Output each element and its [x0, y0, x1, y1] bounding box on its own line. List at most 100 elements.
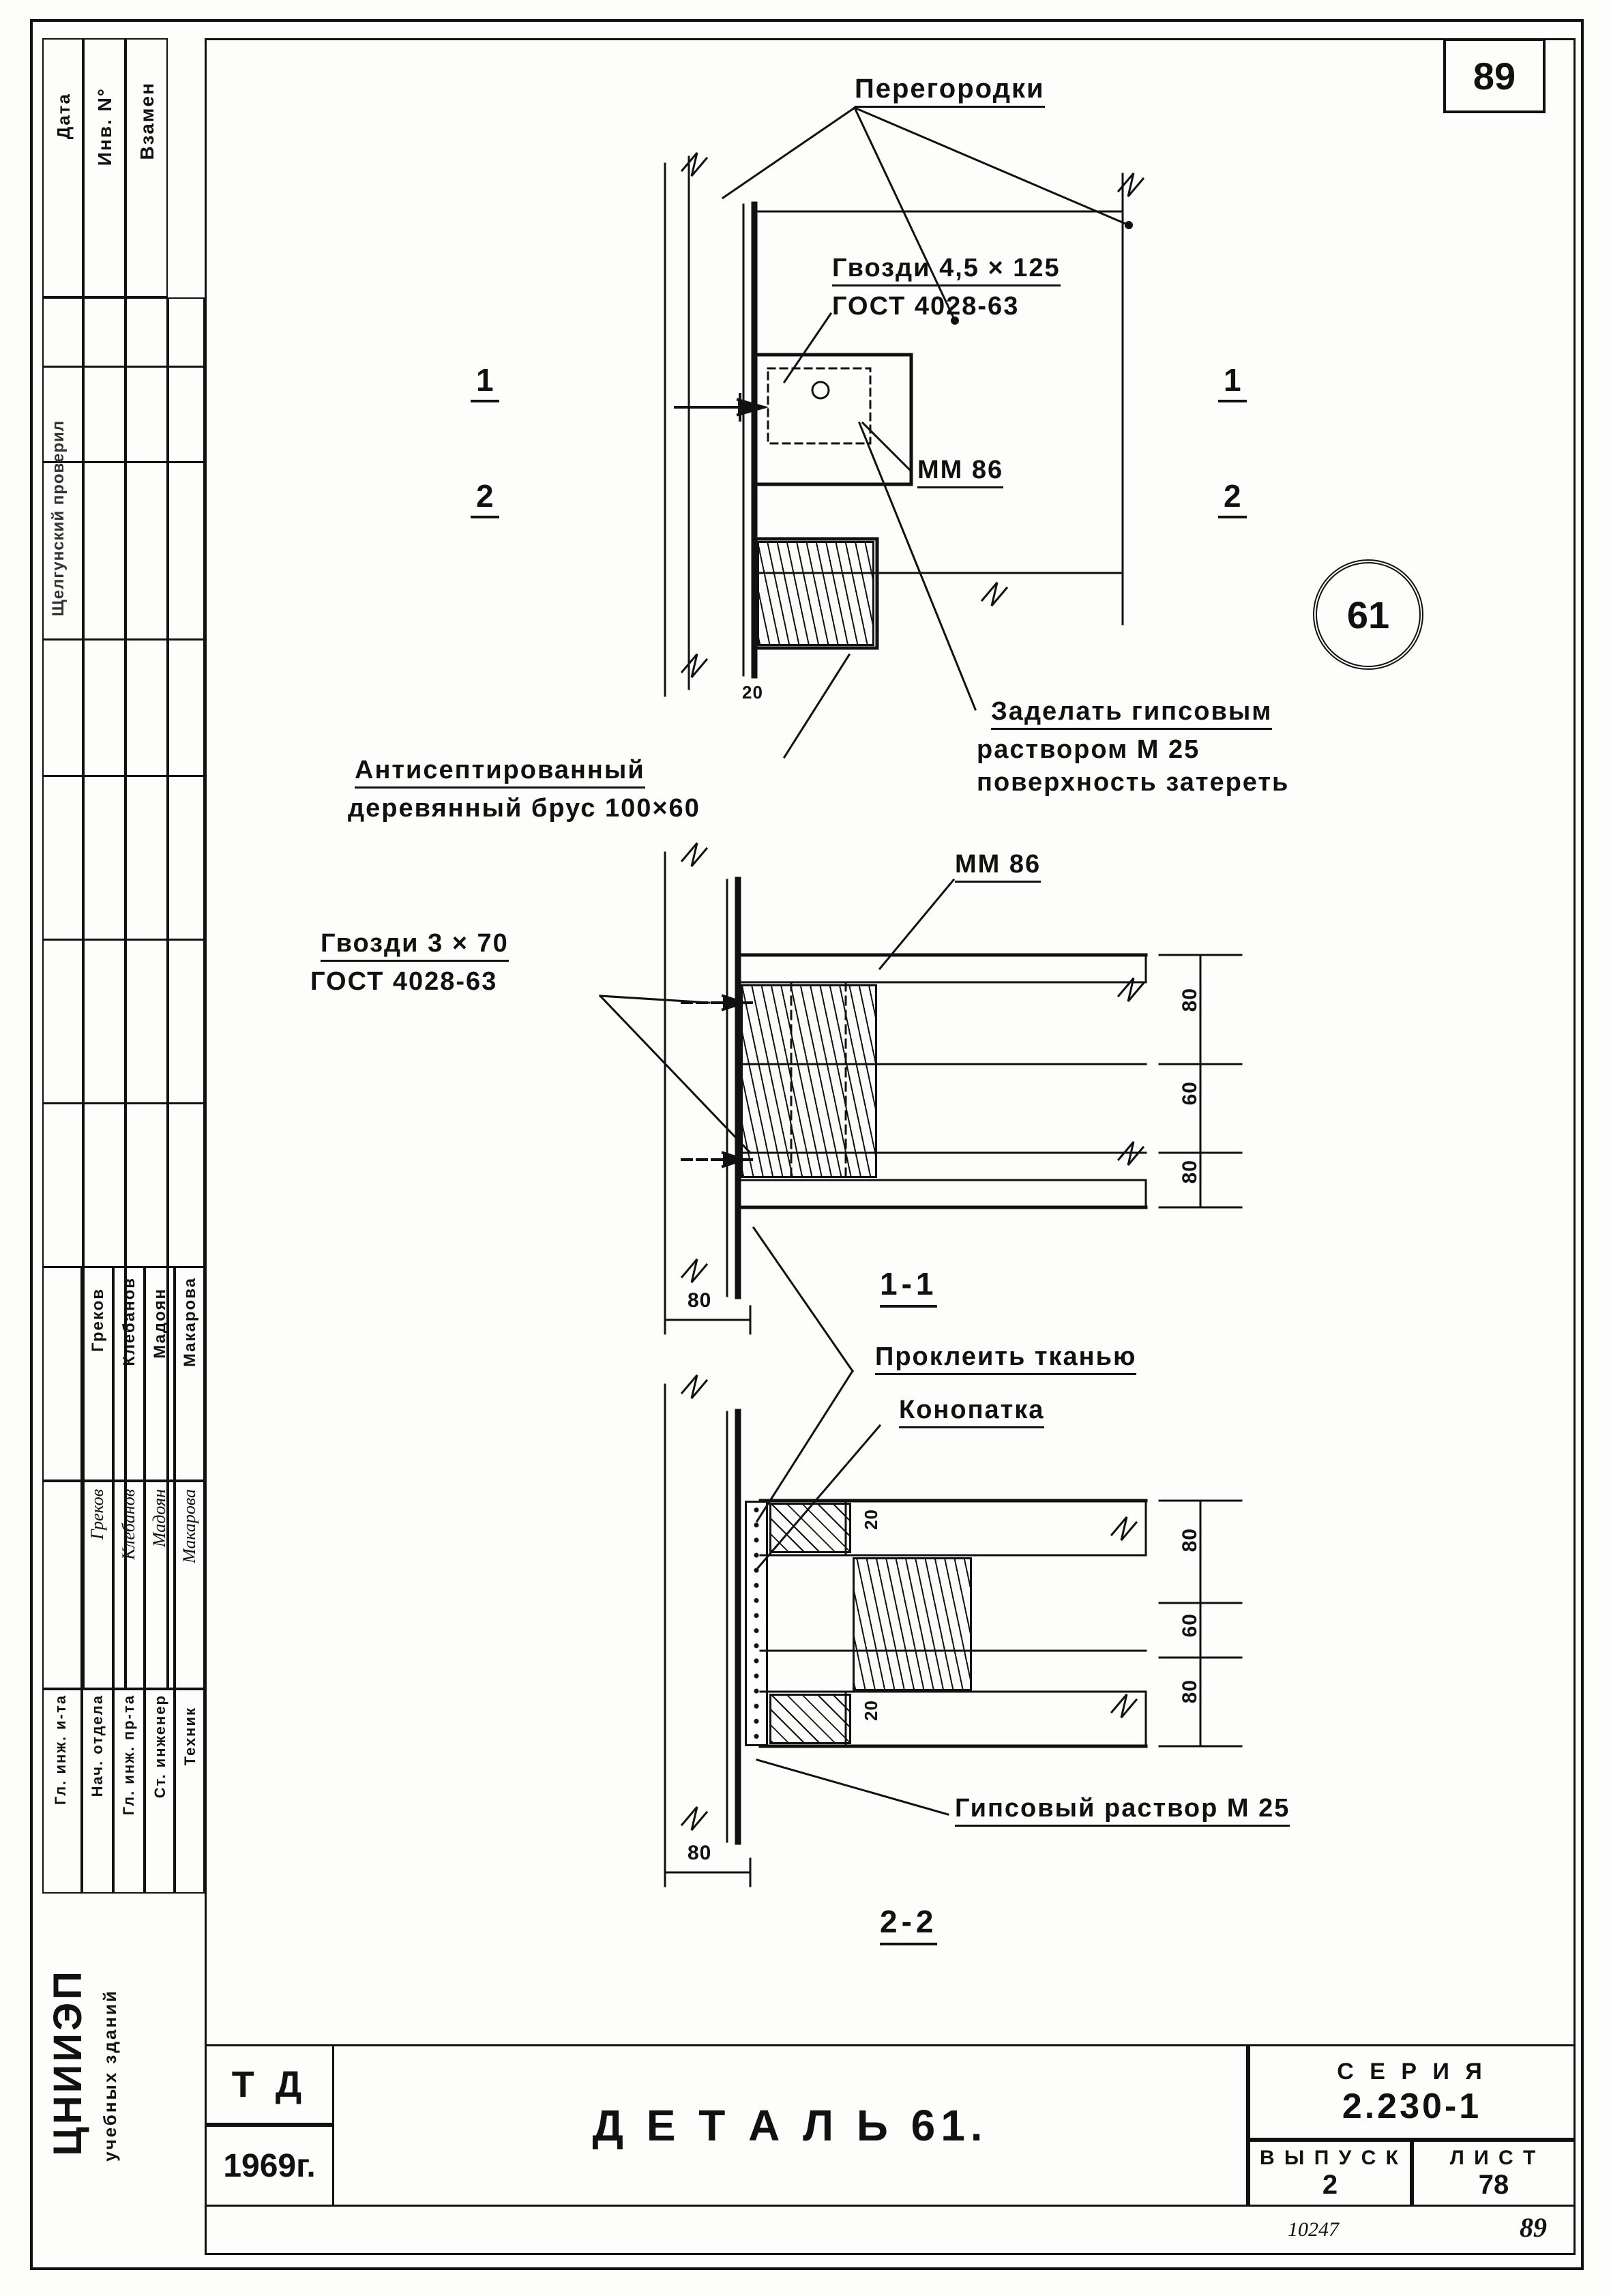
caulking-hatch: [745, 1501, 768, 1746]
stamp-rule: [42, 461, 205, 463]
page-number-box: 89: [1443, 38, 1546, 113]
role-label-2: Гл. инж. пр-та: [120, 1694, 137, 1816]
organization-subtitle: учебных зданий: [100, 1989, 120, 2162]
dim-11-right-1: 60: [1179, 1081, 1201, 1106]
name-cell-3: Мадоян: [145, 1266, 175, 1481]
label-glue-fabric: Проклеить тканью: [875, 1342, 1137, 1375]
stamp-header-inv: Инв. N°: [83, 38, 125, 297]
year-cell: 1969г.: [205, 2125, 334, 2207]
role-cell-1: Нач. отдела: [82, 1689, 113, 1894]
drawing-area-frame: [205, 38, 1576, 2255]
name-label-1: Греков: [89, 1288, 107, 1352]
section-title-1-1: 1-1: [880, 1265, 938, 1308]
timber-wood-hatch-section11: [741, 984, 877, 1178]
dim-22-right-0: 80: [1179, 1528, 1201, 1552]
stamp-rule: [42, 1102, 205, 1104]
organization-name: ЦНИИЭП: [46, 1969, 90, 2156]
signature-4: Макарова: [179, 1489, 199, 1563]
timber-wood-hatch-plan: [757, 541, 874, 646]
dim-11-bottom: 80: [688, 1289, 712, 1312]
role-cell-4: Техник: [175, 1689, 205, 1894]
name-cell-0: [42, 1266, 82, 1481]
cut-mark-top-left: 1: [471, 362, 499, 402]
stamp-rule: [42, 638, 205, 641]
dim-11-right-0: 80: [1179, 988, 1201, 1012]
cut-mark-top-right: 1: [1218, 362, 1247, 402]
label-nails-mid-gost: ГОСТ 4028-63: [310, 967, 498, 996]
sheet-label: Л И С Т: [1449, 2147, 1538, 2169]
stamp-rule: [42, 775, 205, 777]
stamp-column: Дата Инв. N° Взамен Щелгунский проверил …: [42, 38, 205, 2255]
dim-11-right-2: 80: [1179, 1160, 1201, 1184]
label-nails-top-spec: Гвозди 4,5 × 125: [832, 254, 1061, 286]
label-timber-line2: деревянный брус 100×60: [348, 794, 700, 823]
role-label-0: Гл. инж. и-та: [52, 1694, 69, 1806]
label-nails-top-gost: ГОСТ 4028-63: [832, 292, 1020, 321]
title-block: Т Д 1969г. Д Е Т А Л Ь 61. С Е Р И Я 2.2…: [205, 2029, 1576, 2255]
signature-cell-0: [42, 1481, 82, 1689]
sheet-value: 78: [1478, 2170, 1509, 2200]
stamp-header-replace: Взамен: [125, 38, 168, 297]
role-cell-2: Гл. инж. пр-та: [113, 1689, 145, 1894]
name-cell-1: Греков: [82, 1266, 113, 1481]
label-seal-line2: раствором М 25: [977, 735, 1200, 764]
cut-mark-bottom-left: 2: [471, 477, 499, 518]
label-caulking: Конопатка: [899, 1396, 1045, 1428]
page-number: 89: [1473, 54, 1516, 98]
dim-22-inner-0: 20: [861, 1509, 881, 1530]
dim-top-wall: 20: [742, 682, 763, 703]
dim-22-bottom: 80: [688, 1842, 712, 1864]
gypsum-mortar-hatch-top: [769, 1503, 851, 1553]
year-value: 1969г.: [223, 2147, 316, 2184]
name-label-3: Мадоян: [151, 1288, 169, 1359]
label-seal-line1: Заделать гипсовым: [991, 697, 1273, 730]
label-mm86-top: ММ 86: [917, 456, 1004, 488]
label-nails-mid-spec: Гвозди 3 × 70: [321, 929, 509, 962]
label-partitions: Перегородки: [855, 74, 1045, 108]
label-mm86-mid: ММ 86: [955, 850, 1041, 883]
detail-number-tag: 61: [1313, 559, 1423, 670]
name-label-4: Макарова: [181, 1277, 199, 1368]
dim-22-inner-1: 20: [861, 1700, 881, 1721]
drawing-title-cell: Д Е Т А Л Ь 61.: [334, 2044, 1248, 2207]
signature-2: Клебанов: [119, 1489, 138, 1560]
cut-mark-bottom-right: 2: [1218, 477, 1247, 518]
sheet-cell: Л И С Т 78: [1412, 2140, 1576, 2207]
name-cell-2: Клебанов: [113, 1266, 145, 1481]
name-label-2: Клебанов: [120, 1277, 138, 1366]
stamp-header-date-label: Дата: [53, 93, 74, 140]
drawing-title: Д Е Т А Л Ь 61.: [592, 2101, 988, 2150]
dim-22-right-1: 60: [1179, 1613, 1201, 1638]
signature-cell-3: Мадоян: [145, 1481, 175, 1689]
outer-frame: [30, 19, 1584, 2270]
role-label-1: Нач. отдела: [89, 1694, 106, 1797]
series-cell: С Е Р И Я 2.230-1: [1248, 2044, 1576, 2140]
signature-cell-2: Клебанов: [113, 1481, 145, 1689]
signature-1: Греков: [87, 1489, 107, 1540]
signature-3: Мадоян: [149, 1489, 169, 1548]
dim-22-right-2: 80: [1179, 1679, 1201, 1704]
issue-cell: В Ы П У С К 2: [1248, 2140, 1412, 2207]
stamp-rule: [42, 939, 205, 941]
bottom-page-number: 89: [1520, 2212, 1547, 2243]
role-cell-3: Ст. инженер: [145, 1689, 175, 1894]
label-timber-line1: Антисептированный: [355, 756, 645, 789]
stamp-side-label: Щелгунский проверил: [49, 420, 68, 617]
stamp-header-inv-label: Инв. N°: [94, 87, 115, 166]
issue-value: 2: [1322, 2170, 1338, 2200]
role-label-3: Ст. инженер: [151, 1694, 168, 1799]
detail-number: 61: [1346, 593, 1390, 636]
role-label-4: Техник: [181, 1707, 198, 1766]
role-cell-0: Гл. инж. и-та: [42, 1689, 82, 1894]
label-gypsum-mortar: Гипсовый раствор М 25: [955, 1794, 1290, 1827]
signature-cell-1: Греков: [82, 1481, 113, 1689]
series-label: С Е Р И Я: [1337, 2059, 1487, 2085]
issue-label: В Ы П У С К: [1260, 2147, 1400, 2169]
series-value: 2.230-1: [1342, 2087, 1482, 2126]
stamp-header-date: Дата: [42, 38, 83, 297]
stamp-header-replace-label: Взамен: [136, 82, 158, 160]
section-title-2-2: 2-2: [880, 1903, 938, 1945]
stage-cell: Т Д: [205, 2044, 334, 2125]
name-cell-4: Макарова: [175, 1266, 205, 1481]
